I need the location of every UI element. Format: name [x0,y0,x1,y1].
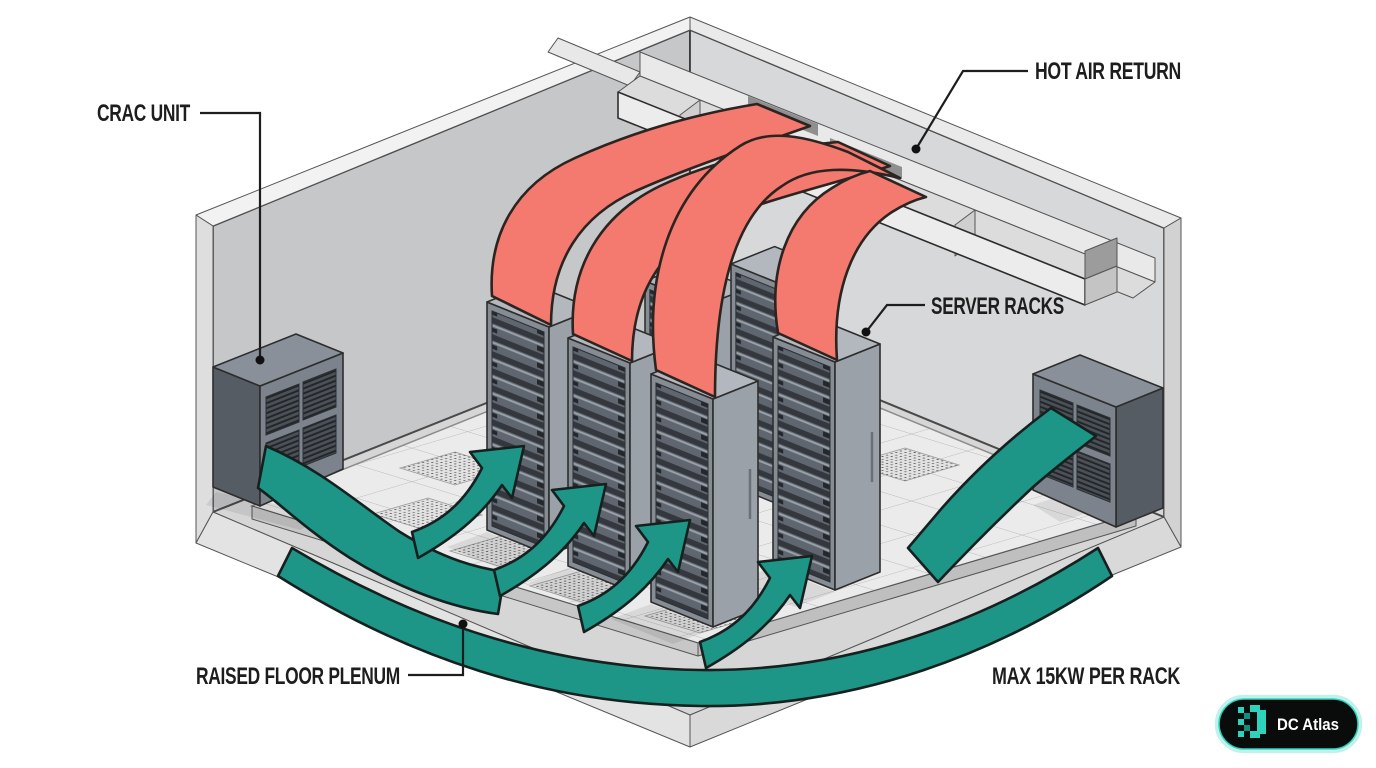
wall-edge-left [195,214,214,544]
wall-edge-right [1163,217,1182,548]
server-rack-3 [649,354,760,629]
crac-unit-leader-dot [255,355,265,365]
hot-air-ribbon-4 [774,169,928,362]
duct-open-end-cap [1084,265,1118,306]
cold-air-plenum-ribbon [276,546,1114,708]
cold-air-flows [256,406,1114,708]
label-hot-air-return: HOT AIR RETURN [1035,58,1181,85]
hot-air-ribbon-1 [490,102,812,327]
cold-air-from-left-crac [256,444,507,616]
crac-unit-leader-line [200,111,262,360]
raised-floor-leader-line [408,624,465,677]
hot-air-ribbon-3 [651,134,902,399]
dc-atlas-badge: DC Atlas [1214,694,1363,754]
server-racks-leader-line [865,303,925,333]
server-rack-4 [771,317,882,592]
cold-air-from-right-crac [906,406,1098,584]
annotation-max-power: MAX 15KW PER RACK [992,663,1181,690]
label-server-racks: SERVER RACKS [931,293,1064,320]
callouts: CRAC UNIT HOT AIR RETURN SERVER RACKS RA… [97,58,1181,690]
server-racks-leader-dot [861,327,871,337]
hot-air-return-leader-dot [911,144,921,154]
dc-atlas-pixel-d-logo-icon [1238,705,1266,738]
label-raised-floor-plenum: RAISED FLOOR PLENUM [196,663,400,690]
hot-air-flows [490,102,928,399]
raised-floor-edge-right [697,512,1137,657]
badge-label: DC Atlas [1277,715,1339,734]
label-crac-unit: CRAC UNIT [97,100,191,127]
raised-floor-leader-dot [458,619,468,629]
hot-air-return-leader-line [915,69,1028,150]
